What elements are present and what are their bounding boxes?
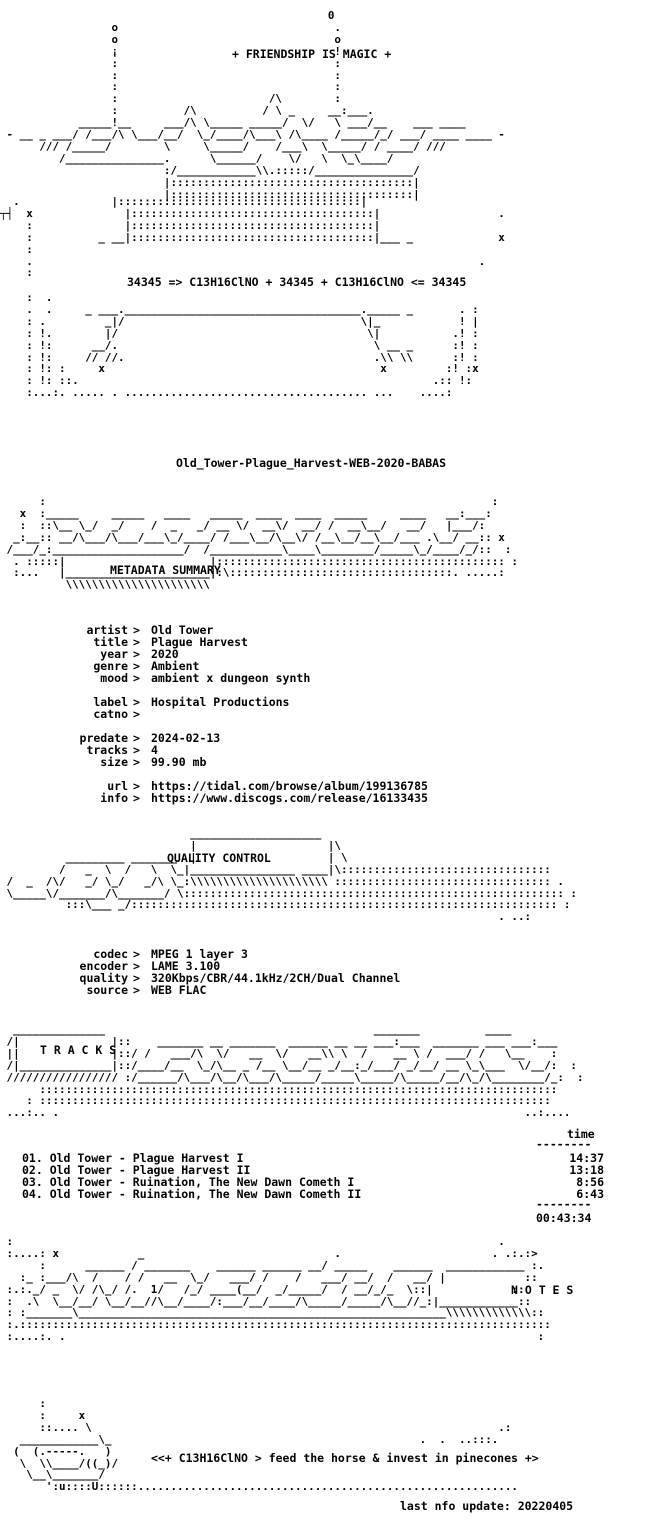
metadata-row: size > 99.90 mb xyxy=(0,756,648,768)
metadata-label: year xyxy=(100,647,128,661)
track-time: 6:43 xyxy=(576,1187,604,1201)
time-column-header: time xyxy=(567,1127,595,1141)
quality-label: codec xyxy=(93,947,128,961)
metadata-row: title > Plague Harvest xyxy=(0,636,648,648)
quality-value: WEB FLAC xyxy=(151,983,207,997)
track-time: 14:37 xyxy=(569,1151,604,1165)
metadata-row: predate > 2024-02-13 xyxy=(0,732,648,744)
metadata-row: genre > Ambient xyxy=(0,660,648,672)
list-item: 04. Old Tower - Ruination, The New Dawn … xyxy=(0,1188,648,1200)
quality-value: MPEG 1 layer 3 xyxy=(151,947,248,961)
metadata-header-art: : : x :_____ _____ ____ _____ ____ ____ … xyxy=(6,495,518,592)
metadata-section-title: METADATA SUMMARY xyxy=(110,563,221,577)
footer-slogan: <<+ C13H16ClNO > feed the horse & invest… xyxy=(151,1451,539,1465)
metadata-value: Old Tower xyxy=(151,623,214,637)
footer-horse-art: : : x ::.... \ .: ____________\_ . . ..:… xyxy=(13,1397,518,1494)
quality-label: encoder xyxy=(79,959,128,973)
header-ascii-courtyard: : . . . _ ___.__________________________… xyxy=(26,291,479,400)
quality-label: quality xyxy=(79,971,128,985)
metadata-row: year > 2020 xyxy=(0,648,648,660)
time-header-rule: -------- xyxy=(536,1137,592,1151)
notes-header-art: : . :....: x _ . . .:.:> : ______ / ____… xyxy=(6,1235,551,1344)
metadata-row: info > https://www.discogs.com/release/1… xyxy=(0,792,648,804)
tracks-section-title: T R A C K S xyxy=(40,1043,117,1057)
track-title: 02. Old Tower - Plague Harvest II xyxy=(22,1163,251,1177)
metadata-value: Hospital Productions xyxy=(151,695,290,709)
metadata-value: 2020 xyxy=(151,647,179,661)
track-title: 01. Old Tower - Plague Harvest I xyxy=(22,1151,244,1165)
metadata-row: label > Hospital Productions xyxy=(0,696,648,708)
tracks-header-art: ______________ _______ ____ /| |:: _____… xyxy=(6,1023,584,1120)
list-item: 03. Old Tower - Ruination, The New Dawn … xyxy=(0,1176,648,1188)
list-item: 01. Old Tower - Plague Harvest I 14:37 xyxy=(0,1152,648,1164)
metadata-row: url > https://tidal.com/browse/album/199… xyxy=(0,780,648,792)
metadata-row: artist > Old Tower xyxy=(0,624,648,636)
metadata-row: catno > xyxy=(0,708,648,720)
metadata-label: label xyxy=(93,695,128,709)
quality-row: quality > 320Kbps/CBR/44.1kHz/2CH/Dual C… xyxy=(0,972,648,984)
list-item: 02. Old Tower - Plague Harvest II 13:18 xyxy=(0,1164,648,1176)
metadata-label: genre xyxy=(93,659,128,673)
metadata-value: 2024-02-13 xyxy=(151,731,221,745)
quality-row: codec > MPEG 1 layer 3 xyxy=(0,948,648,960)
header-ascii-art: 0 o . o o ¡ ! : xyxy=(6,9,505,201)
metadata-label: url xyxy=(107,779,128,793)
metadata-label: catno xyxy=(93,707,128,721)
metadata-label: title xyxy=(93,635,128,649)
notes-section-title: N O T E S xyxy=(511,1283,574,1297)
quality-row: source > WEB FLAC xyxy=(0,984,648,996)
metadata-label: mood xyxy=(100,671,128,685)
track-time: 13:18 xyxy=(569,1163,604,1177)
total-time: 00:43:34 xyxy=(536,1211,592,1225)
quality-header-art: ____________________ | |\ _________ ____… xyxy=(6,827,577,924)
quality-section-title: QUALITY CONTROL xyxy=(167,851,271,865)
metadata-value: Ambient xyxy=(151,659,200,673)
metadata-info-link[interactable]: https://www.discogs.com/release/16133435 xyxy=(151,791,428,805)
track-title: 03. Old Tower - Ruination, The New Dawn … xyxy=(22,1175,355,1189)
metadata-value: 99.90 mb xyxy=(151,755,207,769)
metadata-row: mood > ambient x dungeon synth xyxy=(0,672,648,684)
quality-row: encoder > LAME 3.100 xyxy=(0,960,648,972)
banner-text: + FRIENDSHIP IS MAGIC + xyxy=(232,47,392,61)
metadata-value: ambient x dungeon synth xyxy=(151,671,311,685)
metadata-value: 4 xyxy=(151,743,158,757)
track-title: 04. Old Tower - Ruination, The New Dawn … xyxy=(22,1187,362,1201)
track-time: 8:56 xyxy=(576,1175,604,1189)
last-update: last nfo update: 20220405 xyxy=(400,1499,574,1513)
metadata-label: size xyxy=(100,755,128,769)
release-name: Old_Tower-Plague_Harvest-WEB-2020-BABAS xyxy=(176,456,447,470)
quality-value: LAME 3.100 xyxy=(151,959,221,973)
metadata-url-link[interactable]: https://tidal.com/browse/album/199136785 xyxy=(151,779,428,793)
quality-label: source xyxy=(86,983,128,997)
metadata-label: artist xyxy=(86,623,128,637)
metadata-label: predate xyxy=(79,731,128,745)
metadata-label: info xyxy=(100,791,128,805)
header-ascii-walls: . |:::::::::::::::::::::::::::::::::::::… xyxy=(0,195,505,280)
metadata-value: Plague Harvest xyxy=(151,635,248,649)
metadata-label: tracks xyxy=(86,743,128,757)
total-rule: -------- xyxy=(536,1197,592,1211)
metadata-row: tracks > 4 xyxy=(0,744,648,756)
formula-line: 34345 => C13H16ClNO + 34345 + C13H16ClNO… xyxy=(127,275,467,289)
quality-value: 320Kbps/CBR/44.1kHz/2CH/Dual Channel xyxy=(151,971,401,985)
